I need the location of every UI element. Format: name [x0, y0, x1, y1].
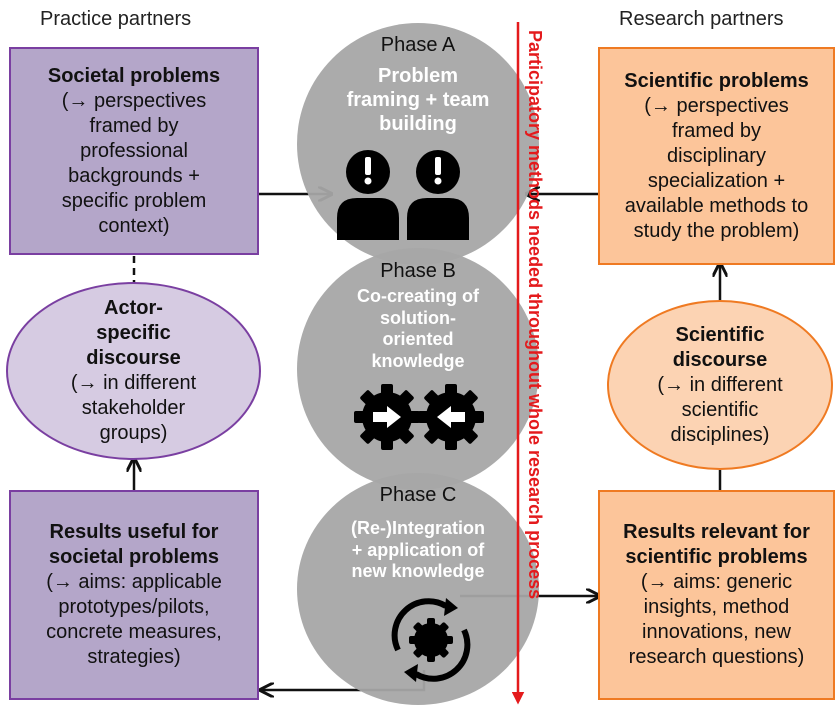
gear-cycle-icon: [391, 598, 471, 682]
societal-problems-title: Societal problems: [47, 64, 221, 87]
phase-c-label: Phase C: [379, 484, 457, 506]
societal-problems-box: Societal problems (→ perspectives framed…: [9, 47, 259, 255]
research-partners-header: Research partners: [619, 8, 784, 30]
phase-c-circle: [297, 473, 539, 705]
practice-partners-header: Practice partners: [40, 8, 192, 30]
actor-specific-discourse-ellipse: Actor- specific discourse (→ in differen…: [6, 282, 261, 460]
phase-a-description: Problem framing + team building: [346, 65, 490, 135]
results-societal-box: Results useful for societal problems (→ …: [9, 490, 259, 700]
people-exclamation-icon: [337, 150, 469, 240]
results-scientific-box: Results relevant for scientific problems…: [598, 490, 835, 700]
gears-arrows-icon: [354, 384, 484, 450]
participatory-methods-label: Participatory methods needed throughout …: [525, 30, 545, 600]
phase-c-description: (Re-)Integration + application of new kn…: [351, 518, 485, 582]
phase-b-description: Co-creating of solution- oriented knowle…: [356, 286, 479, 371]
phase-b-label: Phase B: [380, 260, 456, 282]
scientific-problems-title: Scientific problems: [624, 69, 809, 92]
phase-b-circle: [297, 248, 539, 490]
scientific-discourse-ellipse: Scientific discourse (→ in different sci…: [607, 300, 833, 470]
phase-a-label: Phase A: [380, 34, 456, 56]
participatory-process-arrow: [511, 22, 525, 705]
scientific-problems-box: Scientific problems (→ perspectives fram…: [598, 47, 835, 265]
